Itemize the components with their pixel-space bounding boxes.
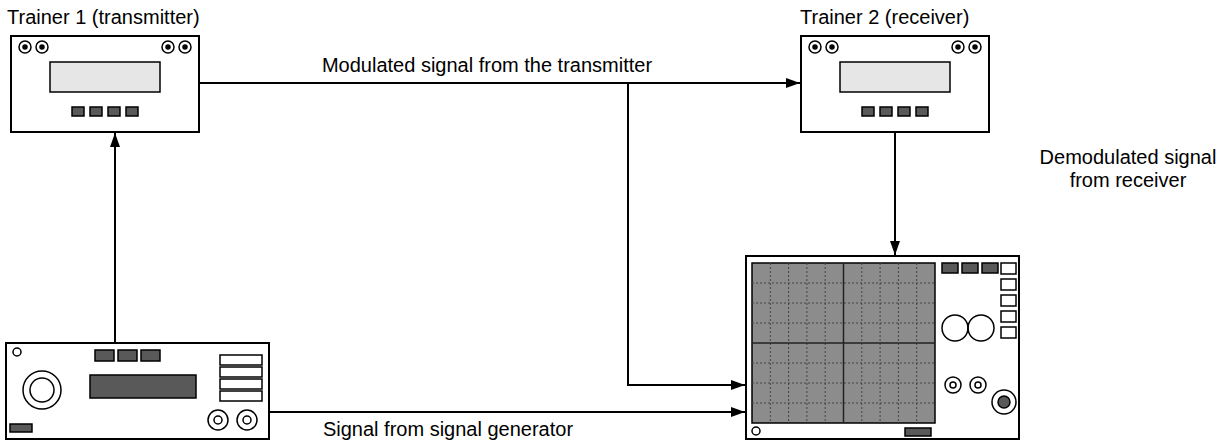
signal-generator-details bbox=[10, 348, 262, 432]
signal-generator-details-part bbox=[220, 379, 262, 389]
trainer-2-details-part bbox=[973, 45, 977, 49]
trainer-2-details-part bbox=[880, 107, 892, 116]
signal-generator-details-part bbox=[95, 350, 114, 361]
oscilloscope-details-part bbox=[945, 377, 961, 393]
signal-connector bbox=[270, 411, 745, 413]
trainer-1-details-part bbox=[50, 62, 160, 92]
trainer-2-details-part bbox=[898, 107, 910, 116]
trainer-1-details-part bbox=[40, 45, 44, 49]
oscilloscope-details-part bbox=[950, 382, 956, 388]
oscilloscope-details-part bbox=[752, 263, 935, 423]
signal-generator-details-part bbox=[243, 416, 251, 424]
transmitter-trainer: Trainer 1 (transmitter) bbox=[10, 35, 200, 133]
signal-generator-details-part bbox=[118, 350, 137, 361]
oscilloscope-details-part bbox=[1001, 311, 1016, 322]
signal-generator-details-part bbox=[220, 391, 262, 401]
signal-generator bbox=[5, 342, 270, 440]
oscilloscope-details-part bbox=[1001, 295, 1016, 306]
oscilloscope-details-part bbox=[942, 315, 968, 341]
trainer-2-details-part bbox=[840, 62, 950, 92]
signal-generator-details-part bbox=[13, 348, 21, 356]
trainer-2-details bbox=[809, 41, 981, 116]
trainer-1-details bbox=[19, 41, 191, 116]
signal-generator-details-part bbox=[220, 355, 262, 365]
trainer-2-details-part bbox=[969, 41, 981, 53]
oscilloscope-details-part bbox=[962, 263, 978, 273]
signal-connector bbox=[114, 133, 116, 342]
trainer-1-details-part bbox=[19, 41, 31, 53]
receiver-trainer: Trainer 2 (receiver) bbox=[800, 35, 990, 133]
trainer-2-details-part bbox=[916, 107, 928, 116]
trainer-1-details-part bbox=[36, 41, 48, 53]
trainer-2-details-part bbox=[952, 41, 964, 53]
trainer-1-details-part bbox=[108, 107, 120, 116]
oscilloscope bbox=[745, 255, 1020, 440]
signal-label: Demodulated signal from receiver bbox=[1030, 146, 1225, 192]
signal-connector bbox=[200, 83, 745, 385]
signal-generator-details-part bbox=[10, 424, 32, 432]
trainer-1-details-part bbox=[72, 107, 84, 116]
oscilloscope-details-part bbox=[992, 390, 1016, 414]
signal-generator-details-part bbox=[237, 410, 257, 430]
signal-generator-details-part bbox=[214, 416, 222, 424]
oscilloscope-details-part bbox=[970, 377, 986, 393]
signal-generator-details-part bbox=[220, 367, 262, 377]
oscilloscope-details-part bbox=[752, 263, 935, 423]
trainer-2-details-part bbox=[830, 45, 834, 49]
signal-generator-details-part bbox=[23, 371, 61, 409]
signal-generator-details-part bbox=[208, 410, 228, 430]
oscilloscope-details-part bbox=[1001, 327, 1016, 338]
trainer-1-details-part bbox=[166, 45, 170, 49]
oscilloscope-details-part bbox=[1001, 263, 1016, 274]
oscilloscope-details-part bbox=[982, 263, 998, 273]
signal-generator-details-part bbox=[90, 375, 196, 398]
trainer-2-details-part bbox=[809, 41, 821, 53]
signal-generator-details-part bbox=[30, 378, 54, 402]
trainer-1-details-part bbox=[23, 45, 27, 49]
device-heading: Trainer 2 (receiver) bbox=[800, 6, 969, 29]
oscilloscope-details-part bbox=[752, 427, 760, 435]
device-heading: Trainer 1 (transmitter) bbox=[7, 6, 200, 29]
trainer-2-details-part bbox=[862, 107, 874, 116]
trainer-1-details-part bbox=[162, 41, 174, 53]
oscilloscope-details bbox=[752, 263, 1016, 436]
trainer-1-details-part bbox=[126, 107, 138, 116]
oscilloscope-details-part bbox=[968, 315, 994, 341]
trainer-2-details-part bbox=[826, 41, 838, 53]
signal-connector bbox=[894, 133, 896, 255]
trainer-1-details-part bbox=[179, 41, 191, 53]
oscilloscope-details-part bbox=[998, 396, 1010, 408]
signal-label: Signal from signal generator bbox=[320, 418, 576, 441]
oscilloscope-details-part bbox=[975, 382, 981, 388]
oscilloscope-details-part bbox=[752, 342, 935, 344]
oscilloscope-details-part bbox=[942, 263, 958, 273]
oscilloscope-details-part bbox=[905, 428, 931, 436]
trainer-1-details-part bbox=[90, 107, 102, 116]
trainer-2-details-part bbox=[956, 45, 960, 49]
oscilloscope-details-part bbox=[1001, 279, 1016, 290]
trainer-2-details-part bbox=[813, 45, 817, 49]
trainer-1-details-part bbox=[183, 45, 187, 49]
signal-generator-details-part bbox=[141, 350, 160, 361]
signal-label: Modulated signal from the transmitter bbox=[319, 54, 655, 77]
